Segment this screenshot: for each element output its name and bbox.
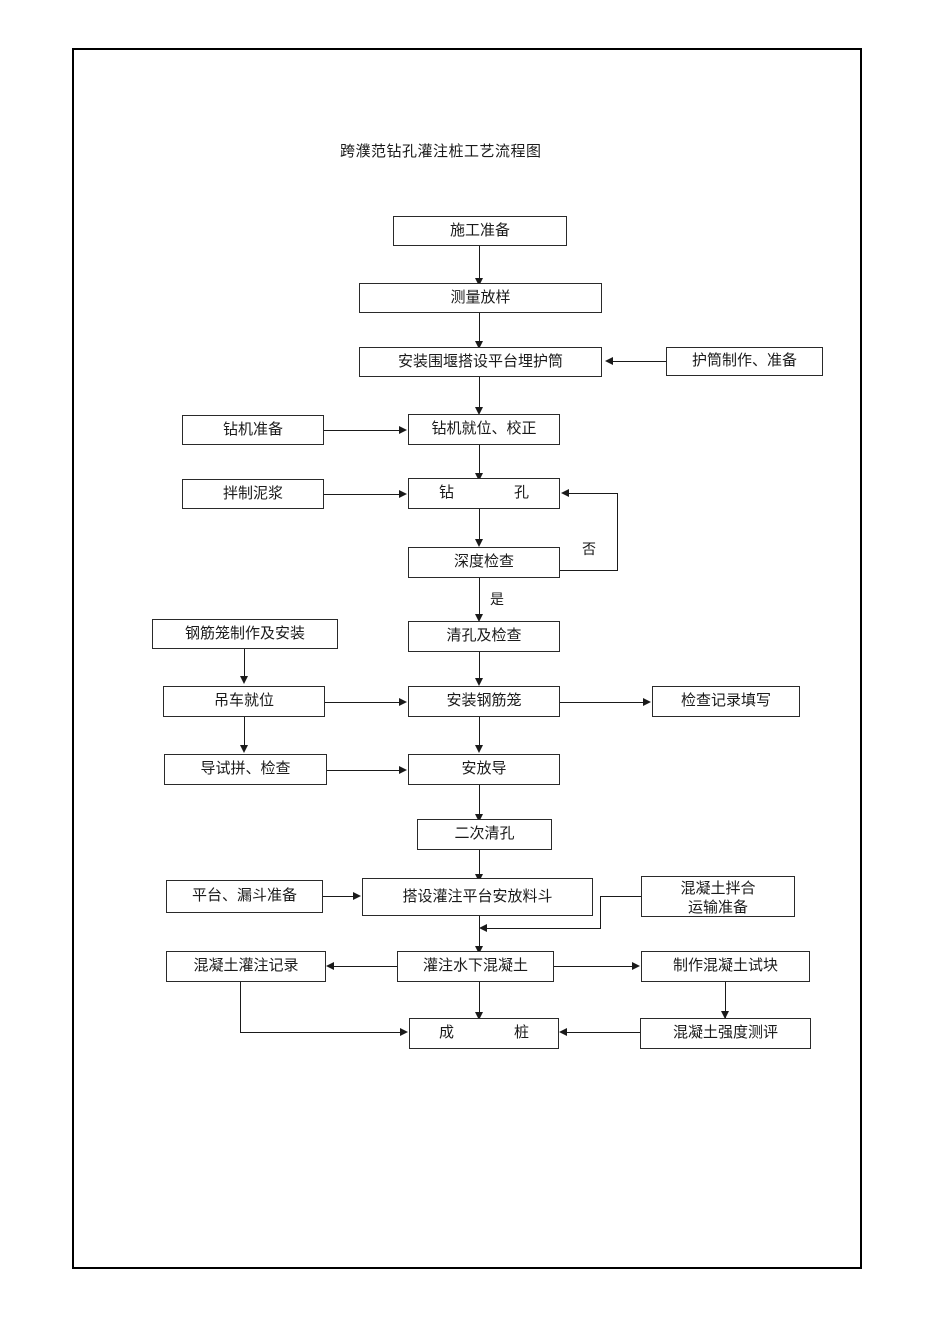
connector-rig-prep-to-rig-position [324,430,400,432]
node-hole-cleaning-inspection[interactable]: 清孔及检查 [408,621,560,652]
connector-survey-to-cofferdam [479,313,481,347]
connector-drilling-to-depth-check [479,509,481,544]
connector-strength-to-pile [567,1032,640,1034]
node-concrete-mixing-transport-prep[interactable]: 混凝土拌合 运输准备 [641,876,795,917]
connector-test-blocks-to-strength [725,982,727,1018]
node-casing-fabrication-preparation[interactable]: 护筒制作、准备 [666,347,823,376]
connector-mixing-to-main-line [487,928,601,930]
connector-record-right-to-pile [240,1032,402,1034]
connector-trial-to-tremie [327,770,400,772]
arrowhead-rig-position-to-drilling [475,473,483,481]
node-mud-mixing[interactable]: 拌制泥浆 [182,479,324,509]
connector-casing-prep-to-cofferdam [613,361,666,363]
node-concrete-strength-evaluation[interactable]: 混凝土强度测评 [640,1018,811,1049]
connector-hole-clean-to-install-cage [479,652,481,680]
node-place-tremie[interactable]: 安放导 [408,754,560,785]
connector-depth-no-up [617,493,619,571]
connector-rebar-fab-to-crane [244,649,246,679]
node-completed-pile[interactable]: 成 桩 [409,1018,559,1049]
node-pour-underwater-concrete[interactable]: 灌注水下混凝土 [397,951,554,982]
arrowhead-casing-prep-to-cofferdam [605,357,613,365]
edge-label-no: 否 [581,539,597,559]
node-survey-setting-out[interactable]: 测量放样 [359,283,602,313]
node-drilling[interactable]: 钻 孔 [408,478,560,509]
arrowhead-crane-to-install-cage [399,698,407,706]
connector-pour-to-test-blocks [554,966,633,968]
node-drill-rig-preparation[interactable]: 钻机准备 [182,415,324,445]
connector-rig-position-to-drilling [479,445,481,478]
connector-depth-no-into-drilling [569,493,618,495]
arrowhead-pour-to-record [326,962,334,970]
connector-depth-yes-down [479,578,481,619]
arrowhead-depth-yes-down [475,614,483,622]
arrowhead-install-cage-to-record [643,698,651,706]
node-drill-rig-positioning-alignment[interactable]: 钻机就位、校正 [408,414,560,445]
arrowhead-install-cage-to-tremie [475,745,483,753]
connector-install-cage-to-record [560,702,644,704]
arrowhead-cofferdam-to-rig [475,407,483,415]
concrete-mixing-line-1: 混凝土拌合 [680,881,756,897]
connector-mud-to-drilling [324,494,400,496]
node-second-hole-cleaning[interactable]: 二次清孔 [417,819,552,850]
connector-second-clean-to-platform [479,850,481,879]
node-inspection-record-filling[interactable]: 检查记录填写 [652,686,800,717]
node-install-cofferdam-platform-casing[interactable]: 安装围堰搭设平台埋护筒 [359,347,602,377]
node-make-concrete-test-blocks[interactable]: 制作混凝土试块 [641,951,810,982]
concrete-mixing-line-2: 运输准备 [687,899,748,916]
arrowhead-trial-to-tremie [399,766,407,774]
connector-pour-to-record [334,966,397,968]
arrowhead-rebar-fab-to-crane [240,676,248,684]
arrowhead-survey-to-cofferdam [475,341,483,349]
page-title: 跨濮范钻孔灌注桩工艺流程图 [340,144,542,160]
arrowhead-rig-prep-to-rig-position [399,426,407,434]
page-frame [72,48,862,1269]
connector-record-down [240,982,242,1033]
connector-prep-to-survey [479,246,481,282]
connector-pour-to-completed-pile [479,982,481,1018]
arrowhead-pour-to-test-blocks [632,962,640,970]
arrowhead-hole-clean-to-install-cage [475,678,483,686]
node-platform-hopper-preparation[interactable]: 平台、漏斗准备 [166,880,323,913]
connector-crane-to-trial-assembly [244,717,246,748]
connector-platform-prep-to-erect [323,896,354,898]
node-depth-inspection[interactable]: 深度检查 [408,547,560,578]
node-crane-positioning[interactable]: 吊车就位 [163,686,325,717]
connector-install-cage-to-tremie [479,717,481,748]
arrowhead-pour-to-completed-pile [475,1012,483,1020]
arrowhead-tremie-to-second-clean [475,814,483,822]
node-construction-preparation[interactable]: 施工准备 [393,216,567,246]
arrowhead-mixing-into-main [479,924,487,932]
arrowhead-record-to-pile [400,1028,408,1036]
node-rebar-cage-fabrication-installation[interactable]: 钢筋笼制作及安装 [152,619,338,649]
connector-mixing-down [600,896,602,929]
node-erect-pouring-platform-hopper[interactable]: 搭设灌注平台安放料斗 [362,878,593,916]
arrowhead-strength-to-pile [559,1028,567,1036]
connector-mixing-left-stub [600,896,642,898]
connector-cofferdam-to-rig [479,377,481,412]
node-concrete-pouring-record[interactable]: 混凝土灌注记录 [166,951,326,982]
connector-crane-to-install-cage [325,702,400,704]
arrowhead-depth-no-into-drilling [561,489,569,497]
node-trial-assembly-inspection[interactable]: 导试拼、检查 [164,754,327,785]
arrowhead-erect-to-pour [475,946,483,954]
connector-tremie-to-second-clean [479,785,481,819]
arrowhead-test-blocks-to-strength [721,1011,729,1019]
node-install-rebar-cage[interactable]: 安装钢筋笼 [408,686,560,717]
arrowhead-mud-to-drilling [399,490,407,498]
connector-erect-to-pour [479,916,481,953]
edge-label-yes: 是 [489,589,505,609]
arrowhead-drilling-to-depth-check [475,539,483,547]
connector-depth-no-out [560,570,618,572]
arrowhead-platform-prep-to-erect [353,892,361,900]
arrowhead-crane-to-trial-assembly [240,745,248,753]
arrowhead-prep-to-survey [475,278,483,286]
